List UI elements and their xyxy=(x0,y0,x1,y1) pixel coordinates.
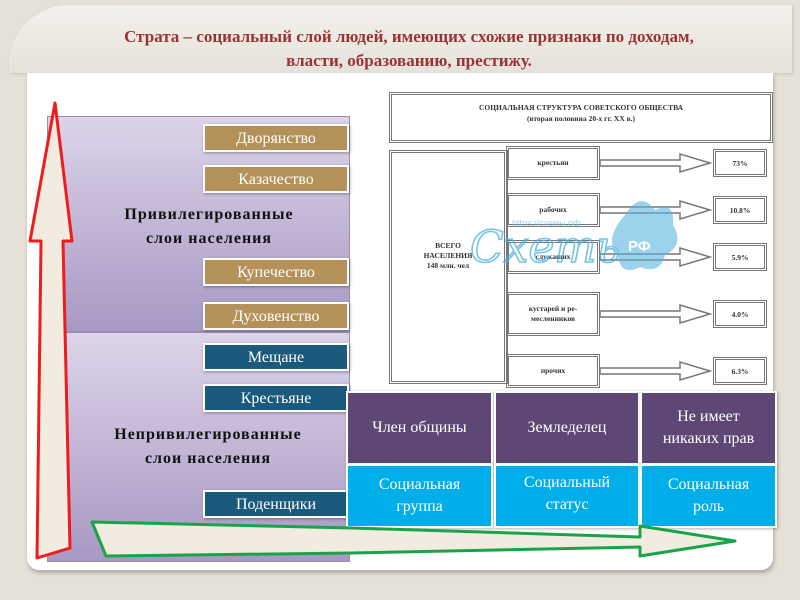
structure-percent: 73% xyxy=(713,149,767,177)
category-label-line: прочих xyxy=(540,366,566,375)
estate-tag-cossacks: Казачество xyxy=(203,165,349,193)
peasant-value-community-member: Член общины xyxy=(346,391,493,465)
category-label: кустарей и ре-месленников xyxy=(529,304,577,324)
category-label: прочих xyxy=(541,366,565,376)
category-label-line: рабочих xyxy=(539,205,567,214)
estate-tag-clergy: Духовенство xyxy=(203,302,349,330)
cell-line: Социальный xyxy=(523,474,611,491)
category-label-line: служащих xyxy=(535,252,571,261)
total-line: ВСЕГО xyxy=(435,241,461,250)
label-line: Привилегированные xyxy=(124,206,294,223)
privileged-stratum: Привилегированные слои населения xyxy=(47,116,350,332)
structure-percent: 6.3% xyxy=(713,357,767,385)
concept-social-status: Социальный статус xyxy=(494,464,640,528)
soviet-structure-title: СОЦИАЛЬНАЯ СТРУКТУРА СОВЕТСКОГО ОБЩЕСТВА… xyxy=(389,92,773,143)
subtitle-line: (вторая половина 20-х гг. XX в.) xyxy=(526,114,636,123)
structure-category: служащих xyxy=(506,240,600,274)
category-label-line: кустарей и ре- xyxy=(528,304,578,313)
category-label: рабочих xyxy=(539,205,566,215)
structure-category: прочих xyxy=(506,354,600,388)
structure-percent: 5.9% xyxy=(713,243,767,271)
cell-line: никаких прав xyxy=(662,430,755,447)
slide-title-line-1: Страта – социальный слой людей, имеющих … xyxy=(124,27,694,46)
label-line: слои населения xyxy=(144,450,272,467)
cell-line: статус xyxy=(545,496,589,513)
nonprivileged-stratum-label: Непривилегированные слои населения xyxy=(78,423,338,471)
category-label-line: крестьян xyxy=(537,158,569,167)
cell-line: Член общины xyxy=(372,419,467,436)
structure-percent: 4.0% xyxy=(713,300,767,328)
privileged-stratum-label: Привилегированные слои населения xyxy=(94,203,324,251)
label-line: слои населения xyxy=(145,230,273,247)
structure-category: рабочих xyxy=(506,193,600,227)
peasant-value-no-rights: Не имеет никаких прав xyxy=(640,391,777,465)
cell-line: группа xyxy=(396,498,443,515)
total-population-box: ВСЕГО НАСЕЛЕНИЯ 148 млн. чел xyxy=(389,150,507,384)
estate-tag-day-laborers: Поденщики xyxy=(203,490,349,518)
total-line: НАСЕЛЕНИЯ xyxy=(423,251,473,260)
title-line: СОЦИАЛЬНАЯ СТРУКТУРА СОВЕТСКОГО ОБЩЕСТВА xyxy=(478,103,684,112)
category-label-line: месленников xyxy=(530,314,576,323)
cell-line: Социальная xyxy=(378,476,461,493)
estate-tag-merchants: Купечество xyxy=(203,258,349,286)
cell-line: роль xyxy=(692,498,725,515)
total-line: 148 млн. чел xyxy=(426,261,470,270)
cell-line: Не имеет xyxy=(677,408,740,425)
title-bar: Страта – социальный слой людей, имеющих … xyxy=(9,5,792,73)
cell-line: Социальная xyxy=(667,476,750,493)
concept-social-role: Социальная роль xyxy=(640,464,777,528)
cell-line: Земледелец xyxy=(527,419,607,436)
estate-tag-townspeople: Мещане xyxy=(203,343,349,371)
slide-title: Страта – социальный слой людей, имеющих … xyxy=(39,25,779,73)
label-line: Непривилегированные xyxy=(114,426,302,443)
concept-social-group: Социальная группа xyxy=(346,464,493,528)
estate-tag-peasants: Крестьяне xyxy=(203,384,349,412)
peasant-value-farmer: Земледелец xyxy=(494,391,640,465)
structure-category: крестьян xyxy=(506,146,600,180)
category-label: служащих xyxy=(536,252,571,262)
slide-title-line-2: власти, образованию, престижу. xyxy=(286,51,532,70)
structure-category: кустарей и ре-месленников xyxy=(506,292,600,336)
estate-tag-nobility: Дворянство xyxy=(203,124,349,152)
structure-percent: 10.8% xyxy=(713,196,767,224)
category-label: крестьян xyxy=(537,158,568,168)
